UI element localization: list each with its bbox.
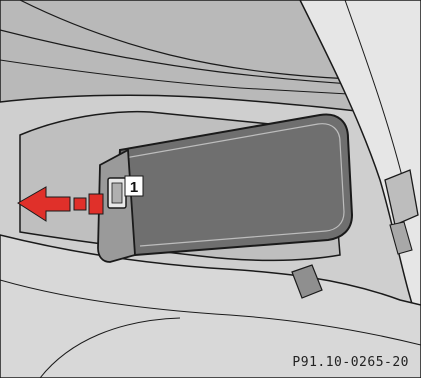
release-latch-grip <box>112 183 122 203</box>
arrow-dash <box>74 198 86 210</box>
arrow-dash <box>89 194 103 214</box>
figure-reference-code: P91.10-0265-20 <box>292 355 409 370</box>
callout-number: 1 <box>130 179 138 196</box>
